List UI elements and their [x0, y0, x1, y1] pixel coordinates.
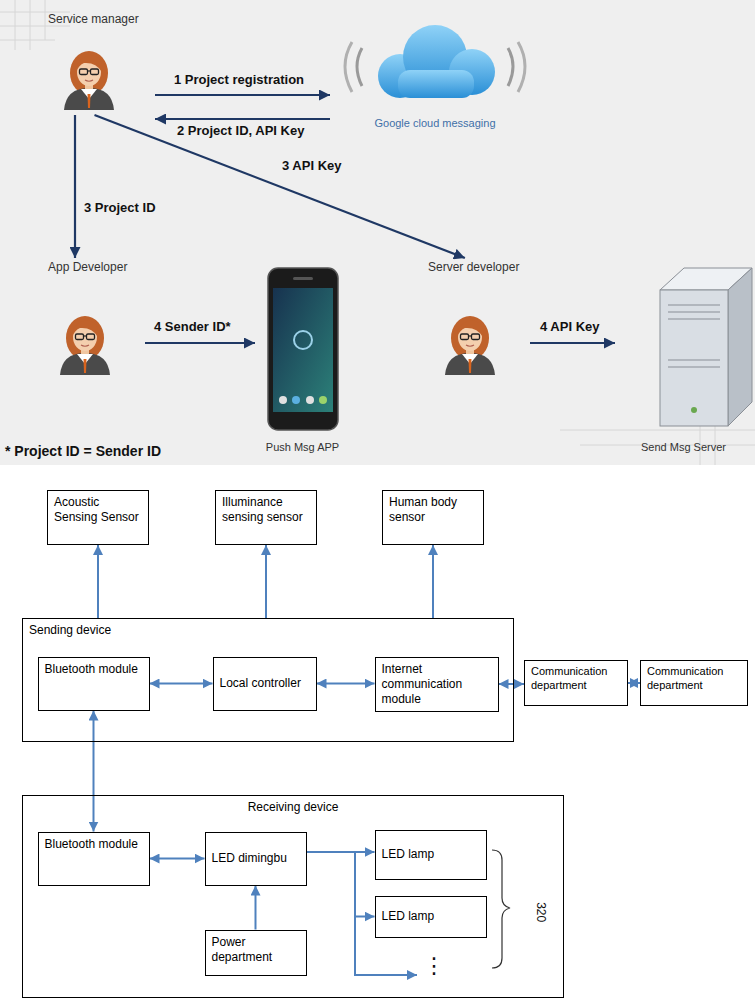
signal-connector	[317, 683, 375, 685]
block-box: Power department	[205, 930, 307, 976]
flow-arrow	[155, 94, 330, 96]
box-label: Local controller	[220, 676, 310, 691]
signal-connector	[265, 545, 267, 618]
block-box: LED lamp	[375, 896, 487, 938]
signal-connector	[150, 683, 213, 685]
signal-connector	[432, 545, 434, 618]
block-box: Illuminance sensing sensor	[215, 490, 317, 545]
block-box: Communication department	[640, 660, 748, 706]
figure-caption: Push Msg APP	[258, 441, 347, 455]
block-box: LED dimingbu	[205, 832, 307, 886]
person-icon	[60, 316, 110, 375]
block-box: Bluetooth module	[38, 832, 150, 886]
block-box: Communication department	[524, 660, 628, 706]
signal-connector	[628, 682, 640, 684]
box-label: Acoustic Sensing Sensor	[54, 495, 142, 525]
box-label: LED lamp	[382, 847, 480, 862]
box-label: LED dimingbu	[212, 851, 300, 866]
box-label: Human body sensor	[389, 495, 477, 525]
box-label: LED lamp	[382, 909, 480, 924]
branch-arrow	[355, 917, 417, 975]
step-label: 1 Project registration	[172, 72, 306, 88]
figure-node: Send Msg Server	[615, 262, 752, 457]
flow-arrow	[95, 115, 465, 258]
step-label: 4 API Key	[538, 319, 602, 335]
phone-icon	[268, 268, 338, 430]
figure-node: App Developer	[45, 258, 145, 380]
flow-arrow	[74, 115, 76, 258]
flow-arrow	[530, 342, 615, 344]
flow-arrow	[145, 342, 255, 344]
box-label: Communication department	[647, 665, 741, 693]
box-label: Communication department	[531, 665, 621, 693]
person-icon	[64, 51, 114, 110]
box-label: Internet communication module	[382, 662, 492, 707]
block-box: Acoustic Sensing Sensor	[47, 490, 149, 545]
signal-connector	[307, 852, 375, 917]
step-label: 2 Project ID, API Key	[175, 123, 306, 139]
device-group: Sending deviceBluetooth moduleLocal cont…	[22, 618, 514, 742]
server-icon	[660, 268, 752, 426]
figure-node: Server developer	[425, 258, 530, 380]
figure-node: Push Msg APP	[255, 262, 350, 457]
device-group: Receiving deviceBluetooth moduleLED dimi…	[22, 795, 564, 998]
group-heading: Receiving device	[29, 800, 557, 815]
block-box: Bluetooth module	[38, 657, 150, 711]
figure-caption: Google cloud messaging	[333, 117, 537, 131]
block-box: Local controller	[213, 657, 317, 711]
box-label: Illuminance sensing sensor	[222, 495, 310, 525]
signal-connector	[499, 683, 525, 685]
figure-node: Google cloud messaging	[330, 18, 540, 133]
signal-connector	[255, 886, 257, 930]
top-panel	[0, 0, 755, 465]
block-box: Internet communication module	[375, 657, 499, 712]
signal-connector	[97, 545, 99, 618]
cloud-icon	[345, 25, 525, 98]
figure-caption: Service manager	[48, 12, 152, 27]
group-bracket	[492, 850, 510, 968]
person-icon	[445, 316, 495, 375]
callout-number: 320	[534, 902, 548, 922]
step-label: 4 Sender ID*	[152, 319, 233, 335]
block-box: LED lamp	[375, 830, 487, 880]
figure-caption: Send Msg Server	[618, 441, 749, 455]
step-label: 3 API Key	[280, 158, 344, 174]
block-box: Human body sensor	[382, 490, 484, 545]
group-heading: Sending device	[29, 623, 507, 638]
figure-caption: App Developer	[48, 260, 142, 275]
figure-caption: Server developer	[428, 260, 527, 275]
continuation-mark: ⋮	[423, 955, 445, 977]
flow-arrow	[155, 118, 330, 120]
box-label: Bluetooth module	[45, 837, 143, 852]
signal-connector	[150, 858, 205, 860]
box-label: Power department	[212, 935, 300, 965]
footnote: * Project ID = Sender ID	[5, 443, 161, 460]
step-label: 3 Project ID	[82, 200, 158, 216]
figure-node: Service manager	[45, 10, 155, 115]
signal-connector	[93, 711, 95, 832]
box-label: Bluetooth module	[45, 662, 143, 677]
grid-decoration	[0, 0, 755, 465]
